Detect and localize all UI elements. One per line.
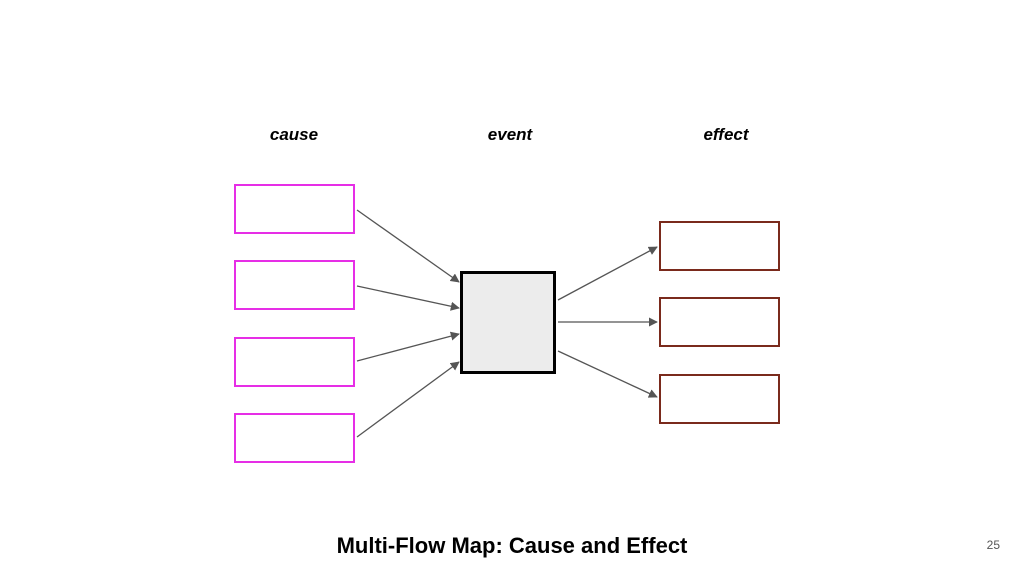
effect-arrow-3 [557, 350, 658, 398]
cause-arrow-1 [356, 209, 460, 283]
page-number: 25 [986, 538, 1000, 552]
cause-heading: cause [269, 125, 319, 144]
effect-box-2[interactable] [659, 297, 780, 347]
event-heading: event [487, 125, 533, 144]
effect-arrow-1 [557, 246, 658, 301]
cause-arrow-3 [356, 331, 460, 362]
cause-box-4[interactable] [234, 413, 355, 463]
event-box[interactable] [460, 271, 556, 374]
slide-title: Multi-Flow Map: Cause and Effect [336, 533, 688, 558]
cause-box-3[interactable] [234, 337, 355, 387]
cause-box-1[interactable] [234, 184, 355, 234]
effect-box-1[interactable] [659, 221, 780, 271]
cause-arrow-2 [356, 285, 460, 311]
cause-arrow-4 [356, 361, 460, 438]
cause-box-2[interactable] [234, 260, 355, 310]
effect-heading: effect [703, 125, 749, 144]
effect-box-3[interactable] [659, 374, 780, 424]
